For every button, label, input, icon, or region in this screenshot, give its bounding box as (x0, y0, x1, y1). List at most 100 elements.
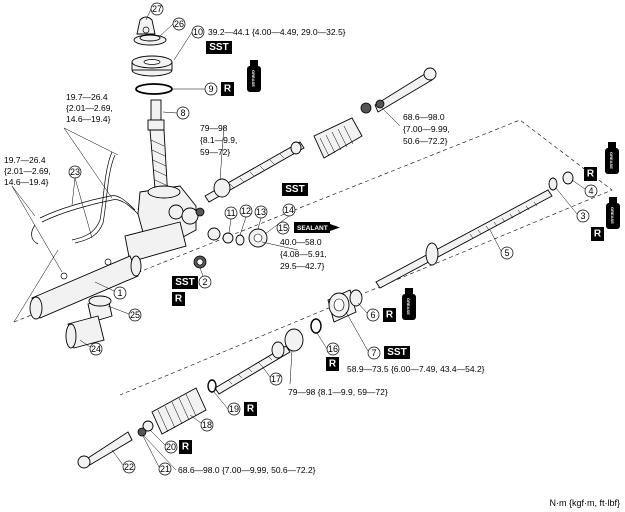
torque-pipe-left-line1: 19.7—26.4 (4, 155, 46, 165)
sst-label-2: SST (175, 277, 194, 288)
r-badge-3: R (591, 227, 604, 241)
part-label-10: 10 (193, 27, 203, 37)
torque-pipe-left-line2: {2.01—2.69, (4, 166, 51, 176)
grease-can-icon-top: GREASE (247, 60, 261, 92)
torque-15-line1: 40.0—58.0 (280, 237, 322, 247)
sst-badge-mid: SST (282, 183, 308, 196)
part-label-5: 5 (504, 248, 509, 258)
assembly-boundary-dashed (13, 119, 613, 396)
torque-outer-tie-line1: 68.6—98.0 (403, 112, 445, 122)
parts-20-21 (137, 420, 154, 437)
torque-pipe-upper-line3: 14.6—19.4} (66, 114, 111, 124)
part-label-9: 9 (208, 84, 213, 94)
r-badge-19: R (244, 402, 257, 416)
part-9-o-ring (135, 83, 173, 95)
torque-21: 68.6—98.0 {7.00—9.99, 50.6—72.2} (178, 465, 316, 475)
part-19-clip (207, 379, 217, 393)
r-label-3: R (594, 229, 602, 240)
upper-boot (313, 117, 363, 159)
r-label-20: R (182, 442, 190, 453)
r-label-6: R (386, 310, 394, 321)
torque-outer-tie-line3: 50.6—72.2} (403, 136, 448, 146)
part-26 (133, 34, 167, 46)
part-label-4: 4 (588, 186, 593, 196)
grease-label-3: GREASE (610, 207, 615, 224)
part-2-plug (193, 255, 207, 269)
torque-specs: 39.2—44.1 {4.00—4.49, 29.0—32.5} 19.7—26… (4, 27, 485, 475)
part-label-16: 16 (328, 344, 338, 354)
part-8-pinion (147, 99, 169, 201)
torque-pipe-upper-line1: 19.7—26.4 (66, 92, 108, 102)
part-label-2: 2 (202, 277, 207, 287)
part-label-17: 17 (271, 374, 281, 384)
torque-inner-tie-line3: 59—72} (200, 147, 230, 157)
sst-label-top: SST (209, 42, 228, 53)
grease-can-icon-3: GREASE (606, 197, 620, 229)
sealant-tube-icon: SEALANT (294, 222, 340, 233)
sealant-label: SEALANT (297, 225, 328, 232)
part-10-locknut (131, 55, 173, 77)
part-label-13: 13 (256, 207, 266, 217)
r-badge-2: R (172, 292, 185, 306)
grease-can-icon-4: GREASE (605, 142, 619, 174)
torque-15-line2: {4.08—5.91, (280, 249, 327, 259)
part-label-24: 24 (91, 344, 101, 354)
r-badge-16: R (326, 357, 339, 371)
part-label-12: 12 (241, 206, 251, 216)
r-label-4: R (587, 169, 595, 180)
r-badge-6: R (383, 308, 396, 322)
part-27 (136, 16, 156, 35)
part-label-19: 19 (229, 404, 239, 414)
torque-inner-tie-line2: {8.1—9.9, (200, 135, 237, 145)
r-label-9: R (224, 84, 232, 95)
part-label-27: 27 (152, 4, 162, 14)
r-badge-4: R (584, 167, 597, 181)
torque-15-line3: 29.5—42.7} (280, 261, 325, 271)
grease-label-top: GREASE (251, 70, 256, 87)
unit-note: N·m {kgf·m, ft·lbf} (549, 498, 620, 508)
part-label-14: 14 (284, 205, 294, 215)
grease-label-4: GREASE (609, 152, 614, 169)
upper-outer-tie-rod (360, 67, 437, 114)
grease-label-6: GREASE (406, 298, 411, 315)
part-label-20: 20 (166, 442, 176, 452)
part-label-26: 26 (174, 19, 184, 29)
torque-10: 39.2—44.1 {4.00—4.49, 29.0—32.5} (208, 27, 346, 37)
part-6-7 (327, 289, 363, 323)
r-badge-9: R (221, 82, 234, 96)
sst-label-7: SST (387, 347, 406, 358)
part-17-inner-tie-rod (214, 328, 304, 395)
r-badge-20: R (179, 440, 192, 454)
upper-inner-tie-rod (204, 141, 305, 203)
torque-inner-tie-line1: 79—98 (200, 123, 228, 133)
part-label-1: 1 (117, 288, 122, 298)
gear-housing (124, 185, 199, 263)
part-label-25: 25 (130, 310, 140, 320)
part-label-6: 6 (370, 310, 375, 320)
torque-pipe-left-line3: 14.6—19.4} (4, 177, 49, 187)
r-label-2: R (175, 294, 183, 305)
part-16-washer (310, 318, 322, 334)
part-1-rack-housing (29, 255, 142, 320)
part-label-8: 8 (180, 108, 185, 118)
grease-can-icon-6: GREASE (402, 288, 416, 320)
sst-badge-2: SST (172, 276, 198, 289)
part-label-11: 11 (226, 208, 235, 218)
part-18-boot (151, 387, 207, 435)
part-5-rack (375, 189, 553, 289)
part-label-7: 7 (371, 348, 376, 358)
part-label-22: 22 (124, 462, 134, 472)
part-label-3: 3 (580, 211, 585, 221)
part-label-15: 15 (278, 223, 288, 233)
part-23-pipes (31, 151, 139, 245)
sst-label-mid: SST (285, 184, 304, 195)
boundary-link-left (13, 249, 59, 323)
part-25-bushing (87, 295, 113, 323)
part-label-18: 18 (202, 420, 212, 430)
part-22-outer-tie-rod (77, 431, 133, 469)
part-label-21: 21 (160, 464, 170, 474)
sst-badge-top: SST (206, 41, 232, 54)
sst-badge-7: SST (384, 346, 410, 359)
callout-circles: 1 2 3 4 5 6 7 8 9 10 11 12 13 14 15 16 1… (68, 2, 598, 476)
